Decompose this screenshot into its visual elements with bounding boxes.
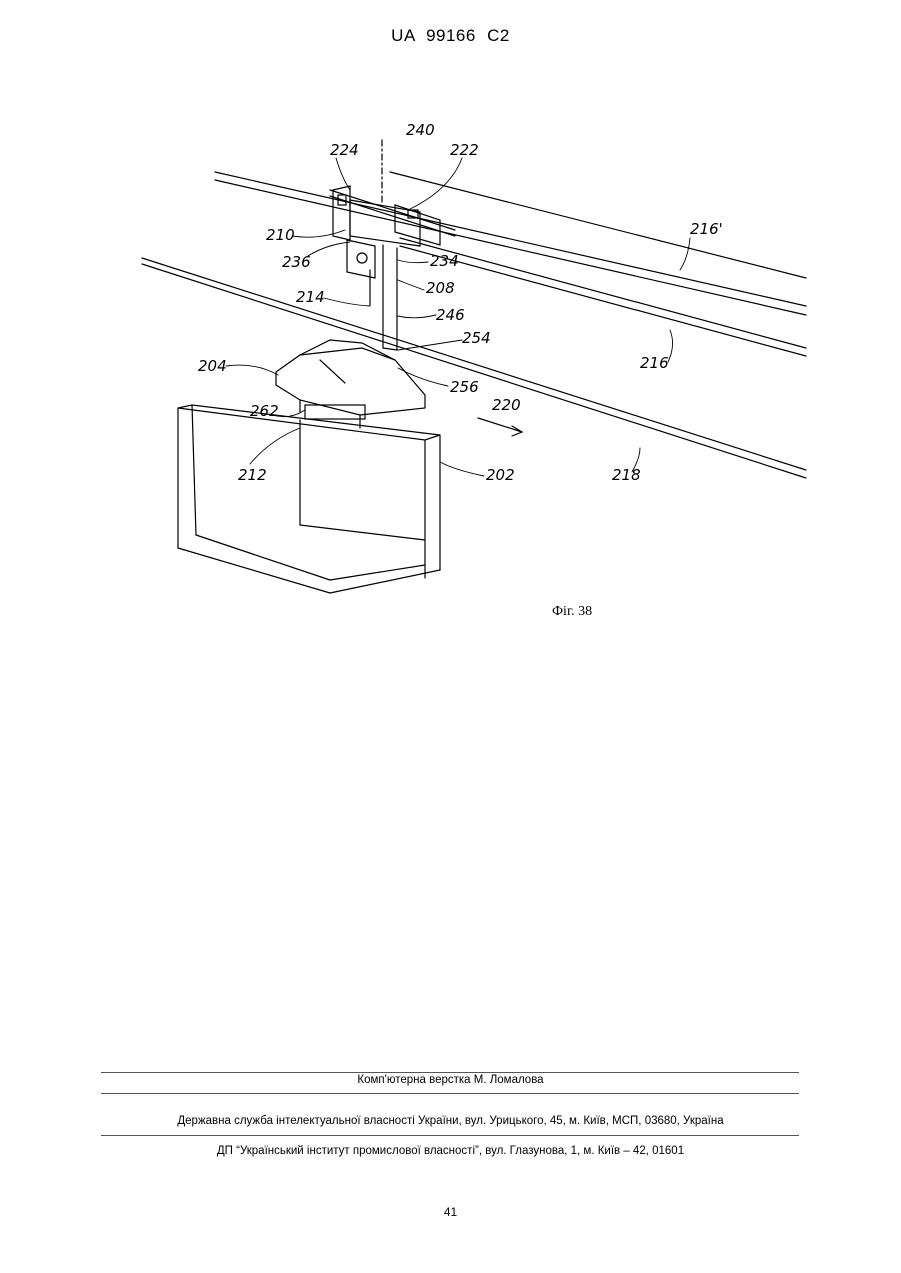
ref-label-262: 262 [250, 402, 279, 420]
direction-arrow-220 [478, 418, 522, 436]
figure-caption: Фіг. 38 [552, 604, 592, 620]
column-208 [370, 245, 397, 350]
ref-label-254: 254 [462, 329, 491, 347]
footer-rule-bottom [101, 1135, 799, 1136]
ref-label-212: 212 [238, 466, 267, 484]
ref-label-216-prime: 216' [690, 220, 723, 238]
page-number: 41 [0, 1205, 901, 1219]
ref-label-218: 218 [612, 466, 641, 484]
ref-label-234: 234 [430, 252, 459, 270]
ref-label-236: 236 [282, 253, 311, 271]
ref-label-220: 220 [492, 396, 521, 414]
agency-address: Державна служба інтелектуальної власност… [0, 1115, 901, 1127]
ref-label-214: 214 [296, 288, 325, 306]
ref-label-222: 222 [450, 141, 479, 159]
drive-motor-236 [347, 240, 375, 278]
ref-label-240: 240 [406, 121, 435, 139]
footer-rule-top [101, 1072, 799, 1073]
ref-label-246: 246 [436, 306, 465, 324]
patent-figure-38: 240 224 222 210 236 234 208 214 246 254 … [0, 0, 901, 640]
ref-label-224: 224 [330, 141, 359, 159]
tank-202 [178, 405, 440, 593]
footer-rule-middle [101, 1093, 799, 1094]
ref-label-204: 204 [198, 357, 227, 375]
rail-216 [400, 238, 806, 356]
institute-address: ДП “Український інститут промислової вла… [0, 1145, 901, 1157]
layout-credit: Комп'ютерна верстка М. Ломалова [0, 1074, 901, 1086]
ref-label-216: 216 [640, 354, 669, 372]
rail-218 [142, 258, 806, 478]
ref-label-256: 256 [450, 378, 479, 396]
car-body-204 [276, 340, 425, 428]
ref-label-202: 202 [486, 466, 515, 484]
carriage-assembly [330, 186, 455, 246]
ref-label-210: 210 [266, 226, 295, 244]
ref-label-208: 208 [426, 279, 455, 297]
